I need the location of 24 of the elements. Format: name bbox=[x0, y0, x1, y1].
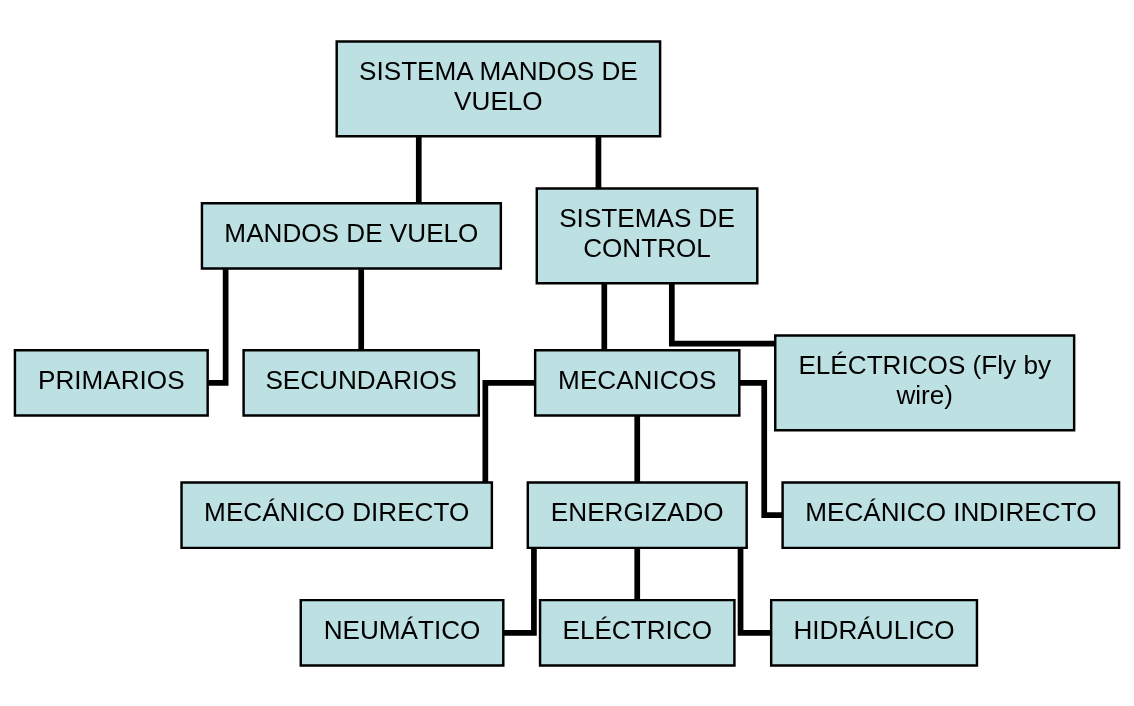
node-box: ELÉCTRICOS (Fly by wire) bbox=[774, 333, 1076, 431]
node-box: HIDRÁULICO bbox=[769, 598, 979, 667]
node-box: SISTEMAS DE CONTROL bbox=[535, 186, 759, 284]
connector bbox=[415, 136, 422, 203]
node-box: PRIMARIOS bbox=[13, 348, 209, 417]
connector bbox=[503, 547, 537, 636]
node-box: SISTEMA MANDOS DE VUELO bbox=[335, 39, 662, 137]
node-box: NEUMÁTICO bbox=[299, 598, 505, 667]
node-box: MECÁNICO DIRECTO bbox=[180, 480, 494, 549]
node-box: MECANICOS bbox=[533, 348, 741, 417]
connector bbox=[482, 379, 536, 482]
node-box: ENERGIZADO bbox=[526, 480, 748, 549]
connector bbox=[634, 547, 641, 600]
connector bbox=[207, 268, 229, 386]
connector bbox=[358, 268, 365, 350]
node-box: SECUNDARIOS bbox=[242, 348, 481, 417]
node-box: ELÉCTRICO bbox=[538, 598, 736, 667]
connector bbox=[595, 136, 602, 188]
connector bbox=[737, 547, 771, 636]
connector bbox=[668, 283, 775, 347]
connector bbox=[634, 415, 641, 482]
node-box: MECÁNICO INDIRECTO bbox=[781, 480, 1121, 549]
connector bbox=[601, 283, 608, 350]
node-box: MANDOS DE VUELO bbox=[200, 201, 503, 270]
